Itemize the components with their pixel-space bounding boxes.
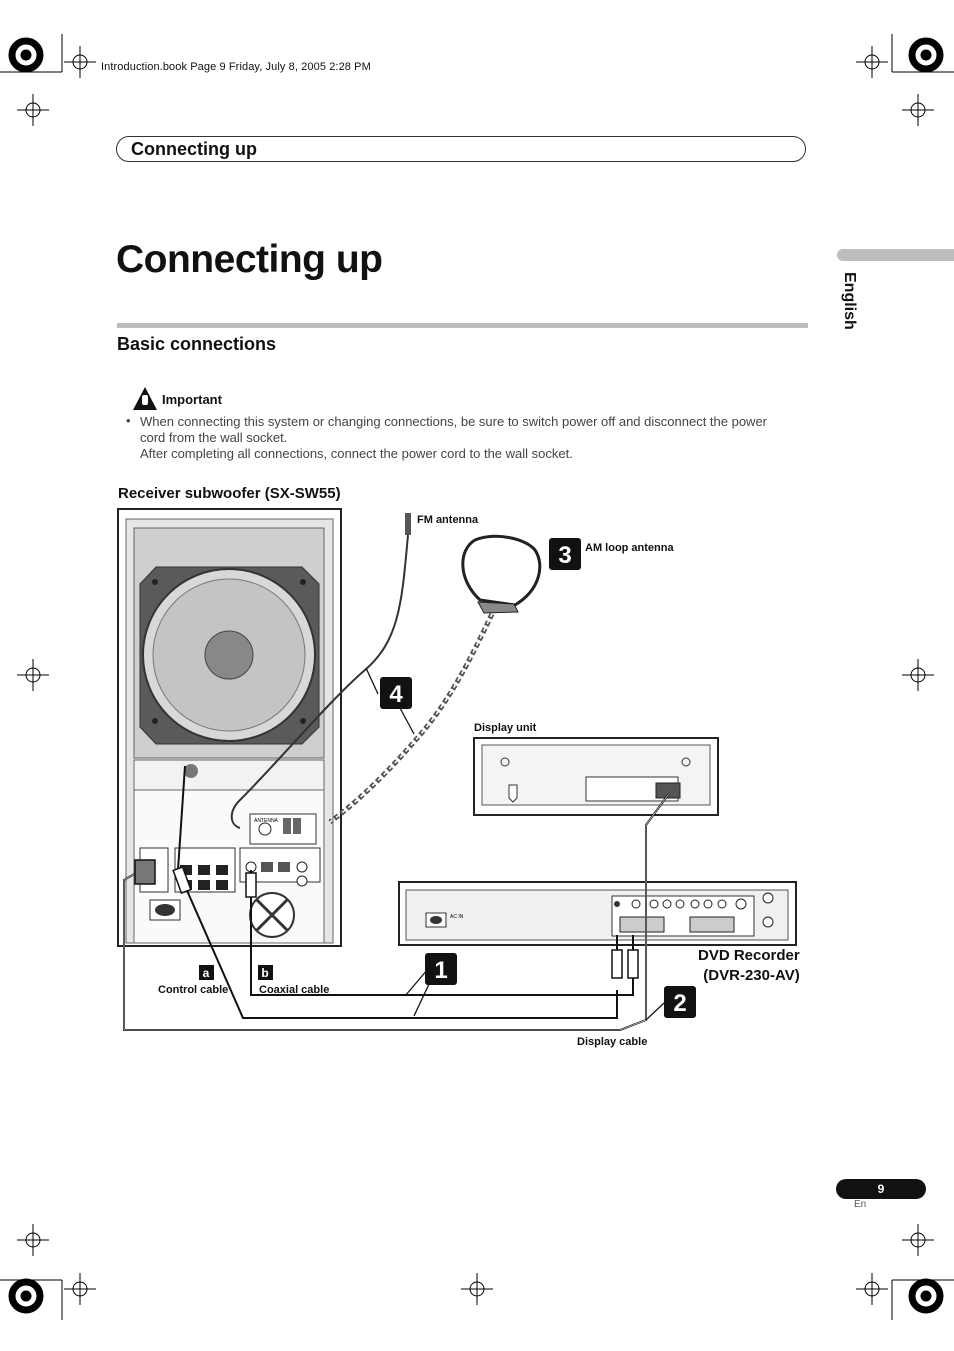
page-number: 9	[836, 1179, 926, 1199]
am-loop-antenna	[328, 534, 542, 825]
bullet-marker: •	[126, 413, 131, 428]
dvd-recorder-line-1: DVD Recorder	[698, 947, 800, 964]
crosshair-icon	[856, 1273, 888, 1305]
display-unit	[473, 737, 719, 816]
svg-text:3: 3	[558, 542, 571, 569]
crosshair-icon	[856, 46, 888, 78]
dvd-recorder-line-2: (DVR-230-AV)	[703, 967, 800, 984]
am-loop-label: AM loop antenna	[585, 542, 674, 554]
corner-rosette-br-icon	[908, 1278, 944, 1314]
step-badge-4: 4	[380, 677, 412, 709]
crosshair-icon	[902, 94, 934, 126]
fm-antenna-label: FM antenna	[417, 514, 479, 526]
dvd-recorder-label: DVD Recorder (DVR-230-AV)	[698, 946, 800, 986]
step-badge-2: 2	[664, 986, 696, 1018]
crosshair-icon	[17, 659, 49, 691]
crosshair-icon	[461, 1273, 493, 1305]
important-label: Important	[162, 392, 222, 407]
svg-text:2: 2	[673, 990, 686, 1017]
antenna-terminal-label: ANTENNA	[254, 818, 279, 824]
language-tab-label: English	[841, 272, 858, 330]
page-title: Connecting up	[116, 238, 383, 281]
svg-text:a: a	[203, 966, 210, 980]
step-badge-3: 3	[549, 538, 581, 570]
subheading: Basic connections	[117, 334, 277, 354]
instruction-line: When connecting this system or changing …	[140, 414, 768, 429]
display-cable-label: Display cable	[577, 1036, 647, 1048]
crosshair-icon	[17, 94, 49, 126]
control-cable	[176, 765, 618, 1019]
display-unit-label: Display unit	[474, 722, 537, 734]
warning-hand-icon	[133, 387, 157, 410]
instruction-line: cord from the wall socket.	[140, 430, 288, 445]
dvd-recorder: AC IN	[398, 881, 797, 946]
crosshair-icon	[902, 1224, 934, 1256]
crosshair-icon	[902, 659, 934, 691]
step-badge-1: 1	[425, 953, 457, 985]
ac-in-label: AC IN	[450, 914, 464, 920]
file-info-header: Introduction.book Page 9 Friday, July 8,…	[101, 61, 371, 73]
section-tab-label: Connecting up	[131, 139, 257, 159]
badge-b: b	[258, 965, 273, 980]
subwoofer-unit: ANTENNA	[117, 508, 342, 947]
svg-text:1: 1	[434, 957, 447, 984]
crosshair-icon	[17, 1224, 49, 1256]
crosshair-icon	[64, 46, 96, 78]
corner-rosette-bl-icon	[8, 1278, 44, 1314]
section-tab: Connecting up	[116, 136, 806, 162]
figure-title: Receiver subwoofer (SX-SW55)	[118, 485, 341, 502]
svg-text:b: b	[261, 966, 268, 980]
svg-text:4: 4	[389, 681, 403, 708]
corner-rosette-tl-icon	[8, 37, 44, 73]
fm-antenna	[230, 513, 411, 829]
instruction-line: After completing all connections, connec…	[140, 446, 573, 461]
crosshair-icon	[64, 1273, 96, 1305]
coaxial-cable	[250, 870, 634, 996]
badge-a: a	[199, 965, 214, 980]
corner-rosette-tr-icon	[908, 37, 944, 73]
language-tab	[837, 249, 954, 261]
control-cable-label: Control cable	[158, 984, 228, 996]
rca-plugs	[134, 859, 639, 979]
coaxial-cable-label: Coaxial cable	[259, 984, 329, 996]
heading-rule	[117, 323, 808, 328]
page-lang-code: En	[854, 1199, 867, 1210]
